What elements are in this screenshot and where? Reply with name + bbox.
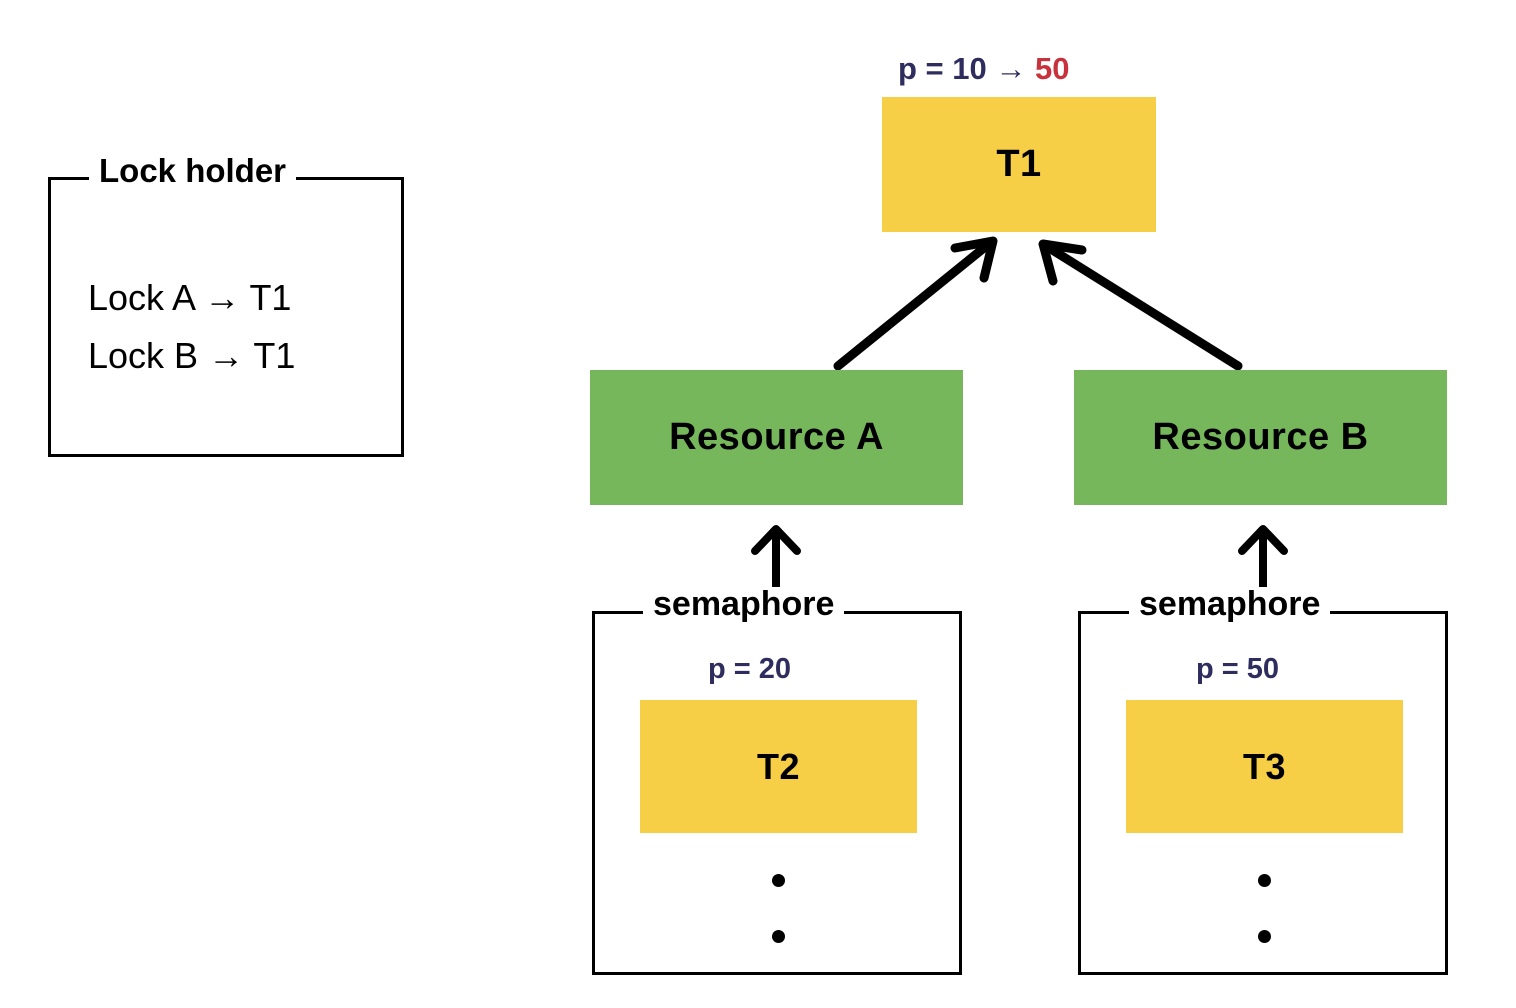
t1-priority-label: p = 10 → 50 xyxy=(898,53,1069,84)
task-t1-label: T1 xyxy=(996,143,1042,185)
task-t3-label: T3 xyxy=(1242,745,1286,787)
t1-priority-base: 10 xyxy=(952,51,987,86)
edge-resource-b-to-t1-icon xyxy=(1038,239,1243,371)
t1-priority-prefix: p = xyxy=(898,51,953,86)
resource-a-block: Resource A xyxy=(590,370,963,505)
resource-b-label: Resource B xyxy=(1152,416,1369,458)
t1-priority-raised: 50 xyxy=(1034,51,1070,86)
t3-priority-value: 50 xyxy=(1246,653,1280,685)
resource-b-block: Resource B xyxy=(1074,370,1447,505)
resource-a-label: Resource A xyxy=(669,416,884,458)
lock-holder-legend: Lock holder xyxy=(89,153,297,187)
t2-priority-prefix: p = xyxy=(708,653,759,685)
task-t2-block: T2 xyxy=(640,700,917,833)
t2-priority-label: p = 20 xyxy=(708,655,791,684)
semaphore-b-legend: semaphore xyxy=(1129,586,1331,621)
lock-holder-entry-lock-b: Lock B → T1 xyxy=(88,335,296,376)
t1-priority-arrow-icon: → xyxy=(986,51,1035,86)
semaphore-a-queue-dot-1 xyxy=(772,874,785,887)
t3-priority-label: p = 50 xyxy=(1196,655,1279,684)
semaphore-b-box: semaphore xyxy=(1078,586,1448,975)
task-t3-block: T3 xyxy=(1126,700,1403,833)
semaphore-a-queue-dot-2 xyxy=(772,930,785,943)
semaphore-a-box: semaphore xyxy=(592,586,962,975)
semaphore-b-queue-dot-2 xyxy=(1258,930,1271,943)
t2-priority-value: 20 xyxy=(758,653,792,685)
t3-priority-prefix: p = xyxy=(1196,653,1247,685)
lock-holder-entry-lock-a: Lock A → T1 xyxy=(88,277,292,318)
task-t2-label: T2 xyxy=(756,745,800,787)
lock-holder-box: Lock holder xyxy=(48,153,404,457)
semaphore-b-queue-dot-1 xyxy=(1258,874,1271,887)
edge-resource-a-to-t1-icon xyxy=(833,236,998,371)
semaphore-a-legend: semaphore xyxy=(643,586,845,621)
task-t1-block: T1 xyxy=(882,97,1156,232)
